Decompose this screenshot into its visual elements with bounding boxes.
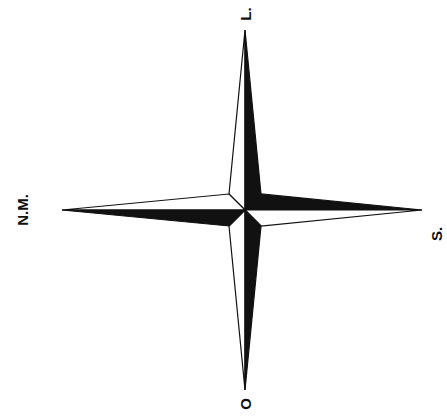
direction-label: O <box>238 398 253 410</box>
arm-half <box>62 210 245 226</box>
direction-label: L. <box>238 7 253 20</box>
arm-half <box>245 210 422 226</box>
arm-half <box>62 194 245 210</box>
arm-half <box>229 210 245 390</box>
arm-half <box>245 210 261 390</box>
direction-label: N.M. <box>15 194 30 226</box>
arm-half <box>245 30 261 210</box>
arm-half <box>229 30 245 210</box>
direction-label: S. <box>429 227 444 241</box>
arm-half <box>245 194 422 210</box>
